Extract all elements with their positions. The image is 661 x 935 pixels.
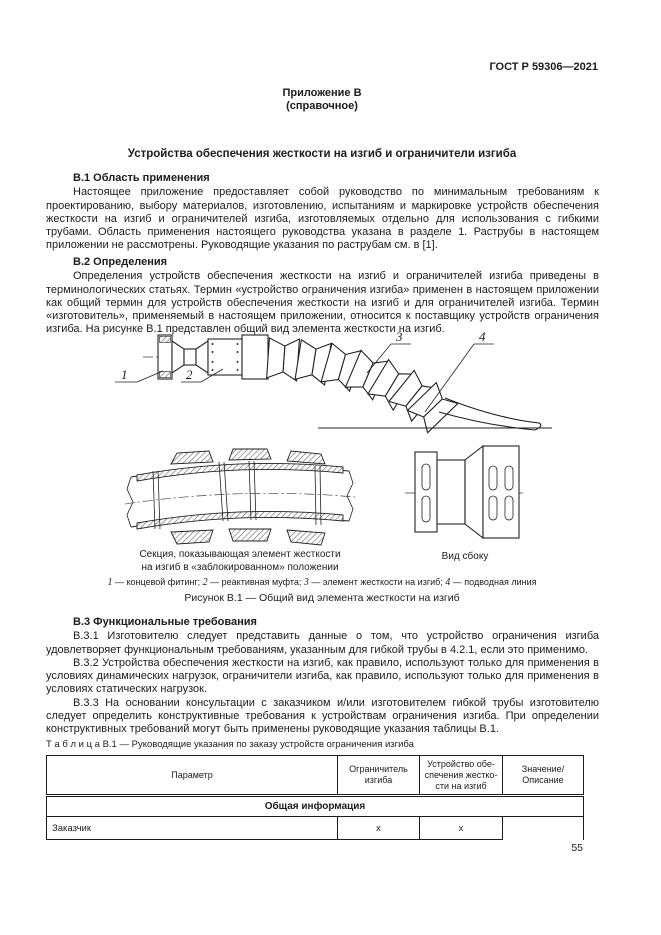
order-guidance-table: Параметр Ограничитель изгиба Устройство … [46,755,584,840]
figure-caption: Рисунок В.1 — Общий вид элемента жесткос… [184,592,460,604]
section-row-label: Общая информация [46,795,584,817]
cell-stiffener: x [419,816,503,840]
pipe-top-edge [444,397,540,424]
annex-block: Приложение В (справочное) [46,87,598,113]
section-b3-paragraph-1: В.3.1 Изготовителю следует представить д… [46,630,599,656]
table-caption: Т а б л и ц а В.1 — Руководящие указания… [46,739,414,750]
header-param: Параметр [46,755,338,797]
cell-value [502,816,584,840]
figure-legend: 1 — концевой фитинг; 2 — реактивная муфт… [107,577,537,588]
callout-2: 2 [181,367,224,383]
figure-top-drawing: 1 2 3 4 [115,329,552,434]
table-header-row: Параметр Ограничитель изгиба Устройство … [46,755,584,797]
section-drawing-caption: Секция, показывающая элемент жесткости н… [139,549,341,573]
svg-text:4: 4 [479,329,486,344]
section-b3-heading: В.3 Функциональные требования [73,616,257,628]
doc-code: ГОСТ Р 59306—2021 [489,61,598,73]
section-b3: В.3 Функциональные требования В.3.1 Изго… [46,616,599,737]
cell-param: Заказчик [46,816,338,840]
figure-section-drawing [125,448,355,546]
table-section-row: Общая информация [46,795,584,817]
section-b1-paragraph: Настоящее приложение предоставляет собой… [46,186,599,252]
section-b3-paragraph-2: В.3.2 Устройства обеспечения жесткости н… [46,656,599,696]
section-b3-paragraph-3: В.3.3 На основании консультации с заказч… [46,696,599,736]
figure-side-view-drawing [405,444,523,540]
section-b2-heading: В.2 Определения [73,256,168,268]
section-b1-heading: В.1 Область применения [73,172,210,184]
page-title: Устройства обеспечения жесткости на изги… [127,148,517,160]
annex-type: (справочное) [286,100,358,112]
header-stiffener: Устройство обе- спечения жестко- сти на … [419,755,503,797]
callout-4: 4 [424,329,494,413]
pipe-bottom-edge [438,411,536,431]
page-number: 55 [571,842,583,854]
svg-text:2: 2 [186,367,193,382]
cell-restrictor: x [337,816,420,840]
table-row: Заказчик x x [46,816,584,840]
section-b2-paragraph: Определения устройств обеспечения жестко… [46,270,599,336]
section-b2: В.2 Определения Определения устройств об… [46,256,599,337]
header-value: Значение/ Описание [502,755,584,797]
callout-3: 3 [366,329,411,374]
header-restrictor: Ограничитель изгиба [337,755,420,797]
annex-label: Приложение В [282,87,362,99]
side-view-caption: Вид сбоку [441,551,489,562]
svg-text:1: 1 [121,367,128,382]
vertebrae-chain [266,337,459,434]
callout-1: 1 [115,367,164,383]
svg-text:3: 3 [395,329,403,344]
section-b1: В.1 Область применения Настоящее приложе… [46,172,599,253]
